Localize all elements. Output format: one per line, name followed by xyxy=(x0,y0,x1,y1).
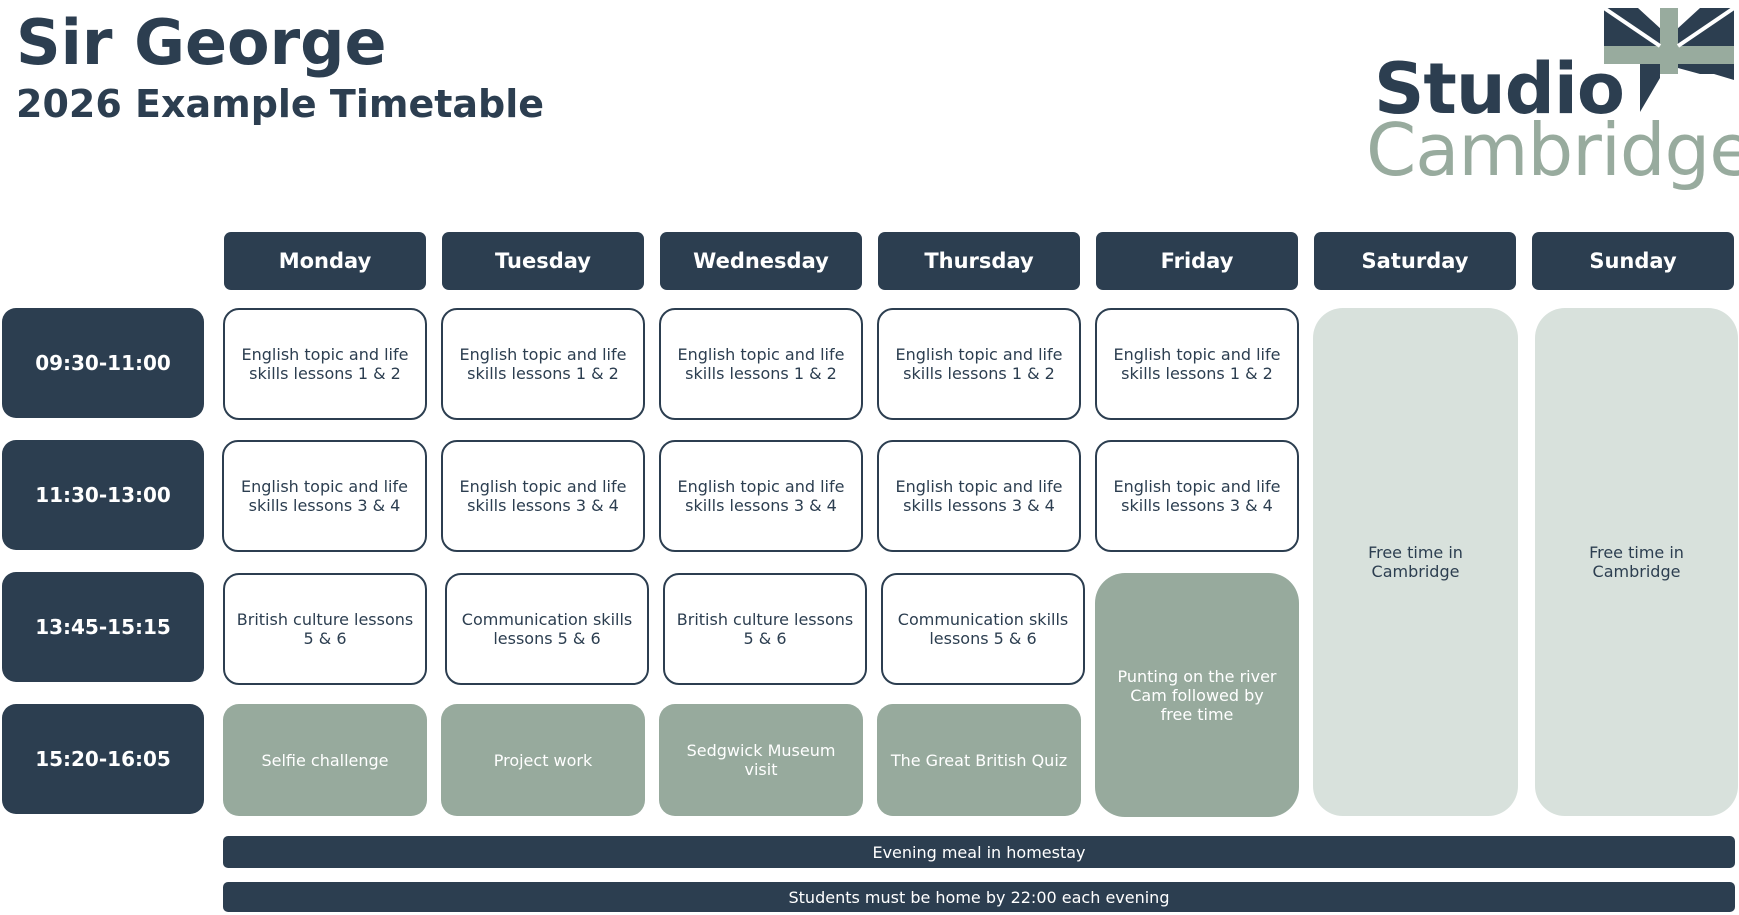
cell-thursday-slot-2: English topic and life skills lessons 3 … xyxy=(877,440,1081,552)
day-header-friday: Friday xyxy=(1096,232,1298,290)
cell-saturday-free-time: Free time in Cambridge xyxy=(1313,308,1518,816)
cell-tuesday-slot-3: Communication skills lessons 5 & 6 xyxy=(445,573,649,685)
time-slot-1: 09:30-11:00 xyxy=(2,308,204,418)
cell-wednesday-slot-4: Sedgwick Museum visit xyxy=(659,704,863,816)
page-title: Sir George xyxy=(16,6,387,79)
cell-wednesday-slot-2: English topic and life skills lessons 3 … xyxy=(659,440,863,552)
page-subtitle: 2026 Example Timetable xyxy=(16,82,545,126)
time-slot-3: 13:45-15:15 xyxy=(2,572,204,682)
cell-monday-slot-4: Selfie challenge xyxy=(223,704,427,816)
day-header-tuesday: Tuesday xyxy=(442,232,644,290)
day-header-saturday: Saturday xyxy=(1314,232,1516,290)
cell-friday-afternoon: Punting on the river Cam followed by fre… xyxy=(1095,573,1299,817)
evening-meal-banner: Evening meal in homestay xyxy=(223,836,1735,868)
cell-thursday-slot-4: The Great British Quiz xyxy=(877,704,1081,816)
curfew-banner: Students must be home by 22:00 each even… xyxy=(223,882,1735,912)
cell-thursday-slot-3: Communication skills lessons 5 & 6 xyxy=(881,573,1085,685)
cell-sunday-free-time: Free time in Cambridge xyxy=(1535,308,1738,816)
day-header-monday: Monday xyxy=(224,232,426,290)
logo-cambridge-text: Cambridge xyxy=(1366,108,1739,192)
cell-monday-slot-2: English topic and life skills lessons 3 … xyxy=(222,440,427,552)
cell-thursday-slot-1: English topic and life skills lessons 1 … xyxy=(877,308,1081,420)
day-header-wednesday: Wednesday xyxy=(660,232,862,290)
day-header-thursday: Thursday xyxy=(878,232,1080,290)
cell-wednesday-slot-3: British culture lessons 5 & 6 xyxy=(663,573,867,685)
cell-wednesday-slot-1: English topic and life skills lessons 1 … xyxy=(659,308,863,420)
cell-tuesday-slot-4: Project work xyxy=(441,704,645,816)
cell-monday-slot-3: British culture lessons 5 & 6 xyxy=(223,573,427,685)
time-slot-4: 15:20-16:05 xyxy=(2,704,204,814)
cell-tuesday-slot-1: English topic and life skills lessons 1 … xyxy=(441,308,645,420)
cell-friday-slot-2: English topic and life skills lessons 3 … xyxy=(1095,440,1299,552)
day-header-sunday: Sunday xyxy=(1532,232,1734,290)
logo-studio-text: Studio xyxy=(1374,48,1625,130)
cell-friday-slot-1: English topic and life skills lessons 1 … xyxy=(1095,308,1299,420)
cell-monday-slot-1: English topic and life skills lessons 1 … xyxy=(223,308,427,420)
union-jack-flag-icon xyxy=(1604,8,1734,112)
studio-cambridge-logo: Studio Cambridge xyxy=(1360,6,1739,196)
time-slot-2: 11:30-13:00 xyxy=(2,440,204,550)
cell-tuesday-slot-2: English topic and life skills lessons 3 … xyxy=(441,440,645,552)
